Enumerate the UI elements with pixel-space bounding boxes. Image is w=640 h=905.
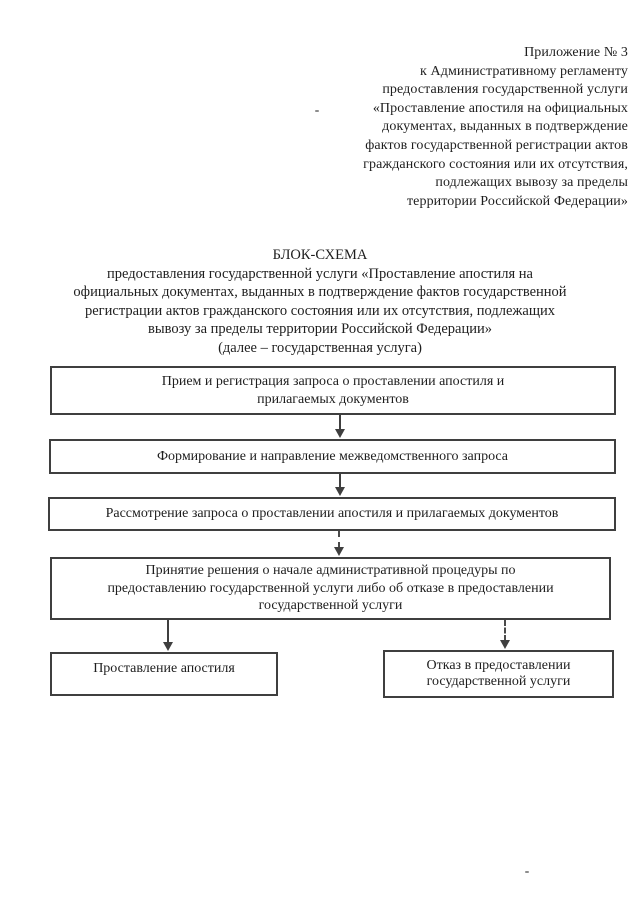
flow-connector-line-right (504, 620, 506, 641)
flow-box-apostille-affixed: Проставление апостиля (50, 652, 278, 696)
title-line: регистрации актов гражданского состояния… (84, 302, 556, 319)
appendix-line: «Проставление апостиля на официальных (372, 100, 628, 116)
title-line: (далее – государственная услуга) (218, 339, 422, 356)
appendix-line: предоставления государственной услуги (382, 82, 628, 98)
title-line: предоставления государственной услуги «П… (107, 265, 533, 282)
scan-artifact-mark (525, 871, 529, 873)
appendix-line: фактов государственной регистрации актов (365, 137, 628, 153)
flow-box-refusal: Отказ в предоставлении государственной у… (383, 650, 614, 698)
scan-artifact-mark (315, 110, 319, 112)
flow-box-line: предоставлению государственной услуги ли… (107, 580, 554, 596)
arrow-down-icon (335, 487, 345, 496)
arrow-down-icon (163, 642, 173, 651)
appendix-line: подлежащих вывозу за пределы (435, 175, 628, 191)
title-line: вывозу за пределы территории Российской … (148, 321, 492, 338)
appendix-note: Приложение № 3 к Административному регла… (268, 44, 628, 211)
title-line: официальных документах, выданных в подтв… (73, 284, 567, 301)
appendix-line: гражданского состояния или их отсутствия… (363, 156, 628, 172)
arrow-down-icon (335, 429, 345, 438)
appendix-line: территории Российской Федерации» (406, 193, 628, 209)
flow-connector-line-3 (338, 531, 340, 548)
flow-box-review: Рассмотрение запроса о проставлении апос… (48, 497, 616, 531)
flow-box-line: Принятие решения о начале административн… (145, 563, 516, 579)
flow-box-line: Прием и регистрация запроса о проставлен… (161, 374, 505, 389)
arrow-down-icon (334, 547, 344, 556)
title-heading: БЛОК-СХЕМА (272, 247, 368, 263)
flow-box-line: Проставление апостиля (93, 661, 235, 676)
flow-box-line: государственной услуги (426, 674, 571, 689)
flow-connector-line-2 (339, 474, 341, 489)
flow-box-reception: Прием и регистрация запроса о проставлен… (50, 366, 616, 415)
appendix-line: к Административному регламенту (420, 63, 628, 79)
document-title: БЛОК-СХЕМА предоставления государственно… (25, 246, 615, 358)
flow-box-decision: Принятие решения о начале административн… (50, 557, 611, 620)
flow-box-line: Рассмотрение запроса о проставлении апос… (105, 506, 559, 522)
arrow-down-icon (500, 640, 510, 649)
appendix-line: Приложение № 3 (524, 45, 628, 60)
flow-connector-line-1 (339, 415, 341, 431)
flow-connector-line-left (167, 620, 169, 643)
flow-box-line: Отказ в предоставлении (426, 657, 571, 673)
appendix-line: документах, выданных в подтверждение (382, 119, 628, 135)
flow-box-line: Формирование и направление межведомствен… (156, 448, 509, 464)
flow-box-interagency-request: Формирование и направление межведомствен… (49, 439, 616, 474)
flow-box-line: прилагаемых документов (257, 391, 409, 407)
flow-box-line: государственной услуги (258, 598, 403, 614)
